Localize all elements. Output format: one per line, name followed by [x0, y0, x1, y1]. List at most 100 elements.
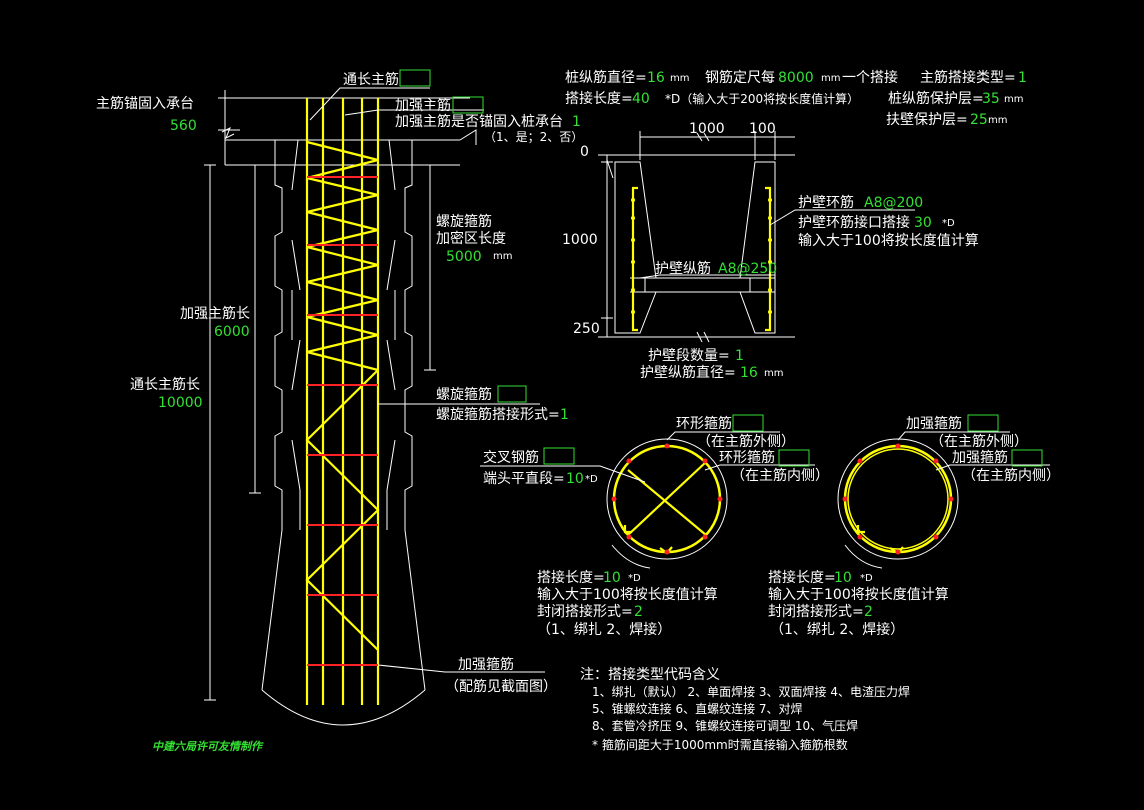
- leader-reinforce-out: [897, 431, 1010, 441]
- spiral-stirrup-box[interactable]: [497, 385, 527, 403]
- text-lap-length-note: *D（输入大于200将按长度值计算）: [665, 91, 859, 106]
- value-closed-lap-left[interactable]: 2: [634, 604, 643, 620]
- label-long-rebar: 护壁纵筋: [655, 260, 711, 277]
- label-cross-rebar: 交叉钢筋: [483, 449, 539, 466]
- credit-text: 中建六局许可友情制作: [152, 740, 264, 753]
- wall-bottom-line: [598, 331, 795, 343]
- section-right-ring-inner: [847, 448, 949, 550]
- label-reinforce-stirrup: 加强箍筋: [458, 656, 514, 673]
- wall-dim-1000-left: 1000: [562, 232, 598, 248]
- label-closed-lap-right: 封闭搭接形式=: [768, 603, 864, 620]
- section-left-cross: [627, 461, 707, 536]
- lap-arc-left: [611, 544, 651, 569]
- value-lap-right[interactable]: 10: [834, 570, 852, 586]
- section-right-bars: [842, 443, 954, 555]
- leader-ring-stirrup-in: [704, 464, 815, 471]
- label-reinforce-rebar: 加强主筋: [395, 97, 451, 114]
- unit-pile-diam: mm: [670, 73, 689, 84]
- pile-bell-bottom: [261, 689, 426, 726]
- pile-elevation: 通长主筋 主筋锚固入承台 560 加强主筋 加强主筋是否锚固入桩承台 1 （1、…: [96, 69, 583, 753]
- parameter-block: 桩纵筋直径= 16 mm 钢筋定尺每 8000 mm 一个搭接 主筋搭接类型= …: [565, 69, 1027, 128]
- break-mark: [221, 126, 235, 140]
- value-anchor-length: 560: [170, 118, 197, 134]
- notes-line-4: * 箍筋间距大于1000mm时需直接输入箍筋根数: [592, 737, 848, 752]
- reinforce-box-2[interactable]: [1011, 449, 1043, 467]
- leader-anchor-q: [459, 129, 477, 145]
- text-ring-lap-note: 输入大于100将按长度值计算: [798, 233, 979, 249]
- leader-reinforce-in: [935, 464, 1050, 471]
- unit-pile-cover: mm: [1004, 94, 1023, 105]
- label-pile-diam: 桩纵筋直径=: [565, 69, 647, 86]
- label-end-straight: 端头平直段=: [483, 470, 565, 487]
- section-right-outline: [837, 438, 959, 560]
- section-left-bars: [611, 443, 723, 555]
- label-through-rebar: 通长主筋: [343, 71, 399, 88]
- value-long-diam[interactable]: 16: [740, 365, 758, 381]
- notes-line-3: 8、套管冷挤压 9、锥螺纹连接可调型 10、气压焊: [592, 718, 858, 733]
- label-closed-lap-left: 封闭搭接形式=: [537, 603, 633, 620]
- label-segment-count: 护壁段数量=: [648, 348, 730, 364]
- dim-spiral-dense: [424, 165, 436, 371]
- value-ring-lap[interactable]: 30: [914, 215, 932, 231]
- value-wall-cover[interactable]: 25: [970, 112, 988, 128]
- label-ring-stirrup-out: 环形箍筋: [676, 415, 732, 432]
- leader-reinforce-stirrup: [377, 664, 545, 673]
- wall-dim-250: 250: [573, 321, 600, 337]
- section-left-outline: [606, 438, 728, 560]
- value-closed-lap-right[interactable]: 2: [864, 604, 873, 620]
- label-anchor: 主筋锚固入承台: [96, 95, 194, 112]
- leader-through-rebar: [309, 87, 430, 121]
- section-right: 加强箍筋 （在主筋外侧） 加强箍筋 （在主筋内侧） 搭接长度= 10 *D 输入…: [768, 414, 1060, 638]
- label-ring-stirrup-in: 环形箍筋: [719, 449, 775, 466]
- value-fixed-length[interactable]: 8000: [778, 70, 814, 86]
- notes-line-2: 5、锥螺纹连接 6、直螺纹连接 7、对焊: [592, 701, 803, 716]
- value-lap-length[interactable]: 40: [632, 91, 650, 107]
- text-reinforce-outside: （在主筋外侧）: [930, 433, 1028, 450]
- reinforce-rebar-box[interactable]: [452, 96, 484, 114]
- label-lap-length: 搭接长度=: [565, 90, 633, 107]
- value-ring-rebar[interactable]: A8@200: [864, 195, 923, 211]
- label-ring-lap: 护壁环筋接口搭接: [798, 214, 910, 231]
- label-fixed-length-suffix: 一个搭接: [842, 69, 898, 86]
- value-long-rebar[interactable]: A8@250: [718, 261, 777, 277]
- label-pile-cover: 桩纵筋保护层=: [888, 90, 984, 107]
- wall-rebar-left: [631, 188, 638, 332]
- label-reinforce-length: 加强主筋长: [180, 305, 250, 322]
- wall-dim-100: 100: [749, 121, 776, 137]
- spiral-dense-zone: [306, 140, 379, 372]
- label-wall-cover: 扶壁保护层=: [886, 112, 968, 128]
- reinforce-box-1[interactable]: [967, 414, 999, 432]
- wall-mid-line: [630, 277, 775, 293]
- label-lap-right: 搭接长度=: [768, 569, 836, 586]
- value-end-straight[interactable]: 10: [566, 471, 584, 487]
- ring-stirrup-box-1[interactable]: [732, 414, 764, 432]
- wall-dim-1000-top: 1000: [689, 121, 725, 137]
- wall-dim-0: 0: [580, 144, 589, 160]
- label-long-diam: 护壁纵筋直径=: [640, 364, 736, 381]
- unit-fixed-length: mm: [821, 73, 840, 84]
- value-pile-diam[interactable]: 16: [647, 70, 665, 86]
- through-rebar-box[interactable]: [399, 69, 431, 87]
- wall-dim-top: [639, 131, 795, 160]
- reinforce-stirrups: [307, 176, 378, 666]
- label-lap-left: 搭接长度=: [537, 569, 605, 586]
- cross-rebar-box[interactable]: [543, 447, 575, 465]
- value-reinforce-length: 6000: [214, 324, 250, 340]
- text-lap-note-left: 输入大于100将按长度值计算: [537, 587, 718, 603]
- label-reinforce-stirrup-note: （配筋见截面图）: [445, 678, 557, 695]
- value-segment-count[interactable]: 1: [735, 348, 744, 364]
- notes-title: 注：搭接类型代码含义: [580, 666, 720, 683]
- value-main-lap-type[interactable]: 1: [1018, 70, 1027, 86]
- label-spiral-dense-1: 螺旋箍筋: [436, 213, 492, 230]
- value-pile-cover[interactable]: 35: [982, 91, 1000, 107]
- text-ring-outside: （在主筋外侧）: [697, 433, 795, 450]
- value-lap-left[interactable]: 10: [603, 570, 621, 586]
- text-options-right: （1、绑扎 2、焊接）: [770, 621, 904, 638]
- ring-stirrup-box-2[interactable]: [778, 449, 810, 467]
- wall-rebar-right: [765, 188, 772, 332]
- leader-ring-stirrup-out: [666, 431, 780, 441]
- text-options-left: （1、绑扎 2、焊接）: [537, 621, 671, 638]
- label-spiral-stirrup: 螺旋箍筋: [436, 386, 492, 403]
- unit-end-straight: *D: [585, 474, 598, 485]
